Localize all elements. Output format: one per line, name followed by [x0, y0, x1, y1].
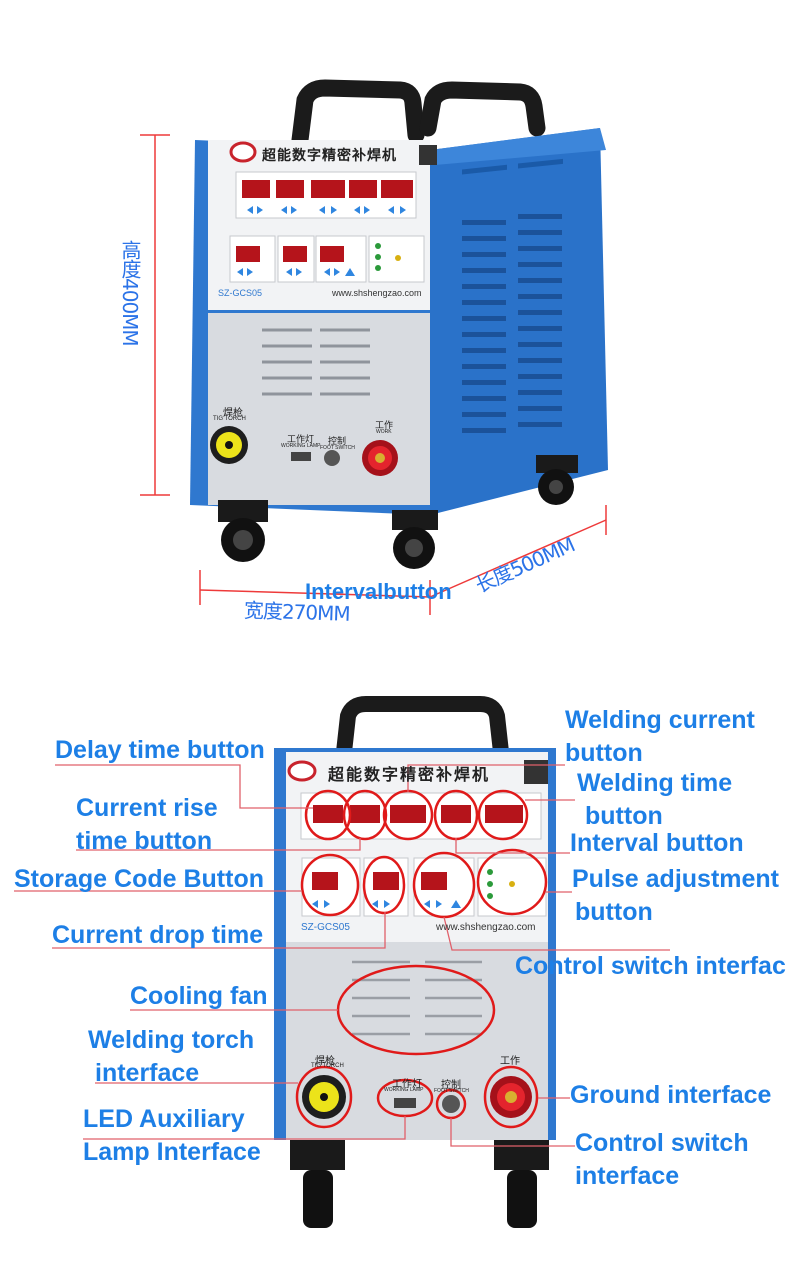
bottom-lamp-label-en: WORKING LAMP: [384, 1087, 424, 1093]
bottom-work-label-cn: 工作: [500, 1056, 520, 1067]
display-row-1: [235, 171, 417, 219]
callout-welding-current-2: button: [565, 739, 643, 767]
control-label-en: FOOT SWITCH: [320, 445, 355, 451]
lamp-label-cn: 工作灯: [287, 434, 315, 444]
bottom-lamp-label-cn: 工作灯: [392, 1079, 422, 1090]
torch-label-cn: 焊枪: [223, 408, 243, 419]
working-lamp-port: [291, 452, 311, 461]
callout-storage-code: Storage Code Button: [14, 865, 264, 893]
bottom-torch-connector: [302, 1075, 346, 1119]
foot-switch-port: [324, 450, 340, 466]
work-connector: [362, 440, 398, 476]
control-panel: [208, 140, 430, 310]
tig-torch-connector: [210, 426, 248, 464]
bottom-model-label: SZ-GCS05: [301, 922, 350, 933]
callout-pulse-1: Pulse adjustment: [572, 865, 779, 893]
lower-front-panel: [208, 313, 430, 505]
callout-current-rise-2: time button: [76, 827, 213, 855]
bottom-control-label-en: FOOT SWITCH: [434, 1088, 469, 1094]
work-label-en: WORK: [376, 429, 392, 435]
callout-control-switch-2: interface: [575, 1162, 680, 1190]
callout-current-rise-1: Current rise: [76, 794, 218, 822]
callout-led-2: Lamp Interface: [83, 1138, 261, 1166]
lamp-label-en: WORKING LAMP: [281, 443, 321, 449]
model-label: SZ-GCS05: [218, 288, 263, 298]
qr-code: [419, 145, 437, 165]
callout-welding-time-2: button: [585, 802, 663, 830]
side-vents: [462, 158, 563, 175]
bottom-torch-label-en: TIG TORCH: [311, 1063, 344, 1069]
callout-welding-current-1: Welding current: [565, 706, 755, 734]
control-label-cn: 控制: [328, 436, 347, 446]
bottom-website-label: www.shshengzao.com: [436, 922, 536, 933]
length-dimension-line: [429, 505, 607, 598]
website-label: www.shshengzao.com: [332, 288, 422, 298]
callout-welding-time-1: Welding time: [577, 769, 733, 797]
callout-current-drop: Current drop time: [52, 921, 264, 949]
top-machine-drawing: [140, 79, 608, 615]
bottom-handle: [336, 696, 509, 760]
bottom-wheels: [290, 1140, 549, 1228]
callout-torch-2: interface: [95, 1059, 200, 1087]
bottom-control-label-cn: 控制: [441, 1080, 461, 1091]
width-dimension-line: [199, 570, 431, 615]
wheels: [218, 455, 578, 569]
bottom-display-row-1: [300, 792, 542, 840]
height-label: 高度400MM: [118, 240, 142, 346]
overlay-interval-text: Intervalbutton: [305, 579, 452, 604]
height-dimension-line: [140, 134, 170, 496]
torch-label-en: TIG TORCH: [213, 416, 246, 422]
callout-cooling-fan: Cooling fan: [130, 982, 268, 1010]
callout-ground: Ground interface: [570, 1081, 772, 1109]
callout-interval: Interval button: [570, 829, 744, 857]
callout-delay-time: Delay time button: [55, 736, 265, 764]
bottom-work-connector: [490, 1076, 532, 1118]
callout-torch-1: Welding torch: [88, 1026, 255, 1054]
carry-handles: [291, 79, 546, 149]
bottom-display-row-2: [301, 857, 547, 917]
side-panel: [430, 128, 608, 515]
callout-pulse-2: button: [575, 898, 653, 926]
bottom-lamp-port: [394, 1098, 416, 1108]
bottom-torch-label-cn: 焊枪: [315, 1056, 335, 1067]
callout-control-switch-top: Control switch interfac: [515, 952, 786, 980]
bottom-lower-panel: [286, 942, 548, 1140]
brand-logo: [229, 141, 257, 163]
front-vents: [262, 328, 370, 396]
bottom-brand-title: 超能数字精密补焊机: [328, 765, 491, 784]
callout-control-switch-1: Control switch: [575, 1129, 749, 1157]
display-row-2: [229, 235, 425, 283]
callout-led-1: LED Auxiliary: [83, 1105, 245, 1133]
brand-title: 超能数字精密补焊机: [262, 148, 397, 164]
bottom-front-vents: [352, 960, 482, 1036]
work-label-cn: 工作: [375, 420, 394, 430]
bottom-foot-switch-port: [442, 1095, 460, 1113]
